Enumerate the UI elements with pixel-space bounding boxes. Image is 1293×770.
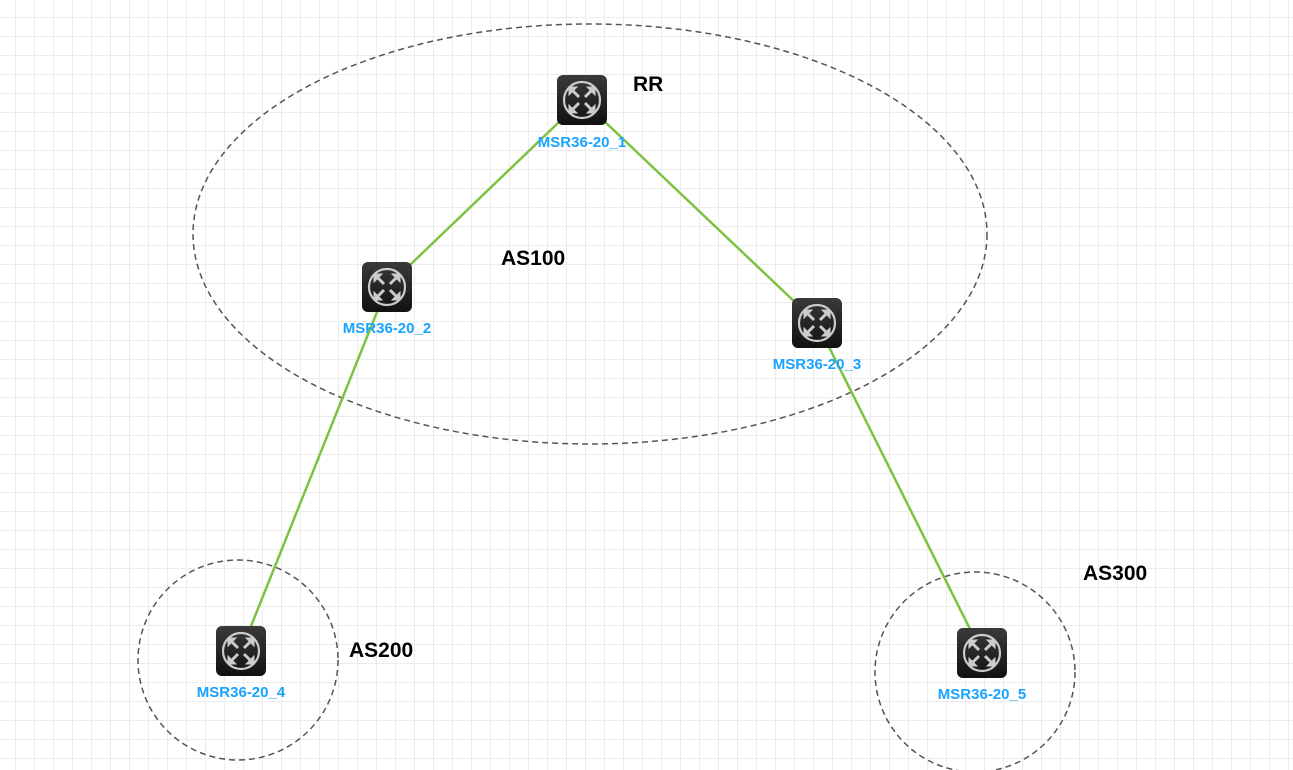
router-node-r4[interactable]: MSR36-20_4 xyxy=(197,624,286,701)
as100-label: AS100 xyxy=(501,247,565,270)
as300-boundary xyxy=(874,571,1076,770)
link-r1-r2[interactable] xyxy=(386,99,583,288)
node-label: MSR36-20_1 xyxy=(538,134,626,151)
rr-label: RR xyxy=(633,73,663,96)
node-label: MSR36-20_3 xyxy=(773,356,861,373)
router-node-r2[interactable]: MSR36-20_2 xyxy=(343,260,431,337)
router-node-r5[interactable]: MSR36-20_5 xyxy=(938,626,1026,703)
router-icon xyxy=(555,73,609,127)
router-icon xyxy=(790,296,844,350)
router-node-r1[interactable]: MSR36-20_1 xyxy=(538,73,626,151)
as200-boundary xyxy=(137,559,339,761)
router-icon xyxy=(360,260,414,314)
router-icon xyxy=(955,626,1009,680)
router-node-r3[interactable]: MSR36-20_3 xyxy=(773,296,861,373)
link-r3-r5[interactable] xyxy=(815,322,984,654)
as100-boundary xyxy=(192,23,988,445)
link-r1-r3[interactable] xyxy=(581,99,818,324)
as200-label: AS200 xyxy=(349,639,413,662)
node-label: MSR36-20_5 xyxy=(938,686,1026,703)
as300-label: AS300 xyxy=(1083,562,1147,585)
node-label: MSR36-20_4 xyxy=(197,684,286,701)
router-icon xyxy=(214,624,268,678)
node-label: MSR36-20_2 xyxy=(343,320,431,337)
link-r2-r4[interactable] xyxy=(239,286,389,652)
